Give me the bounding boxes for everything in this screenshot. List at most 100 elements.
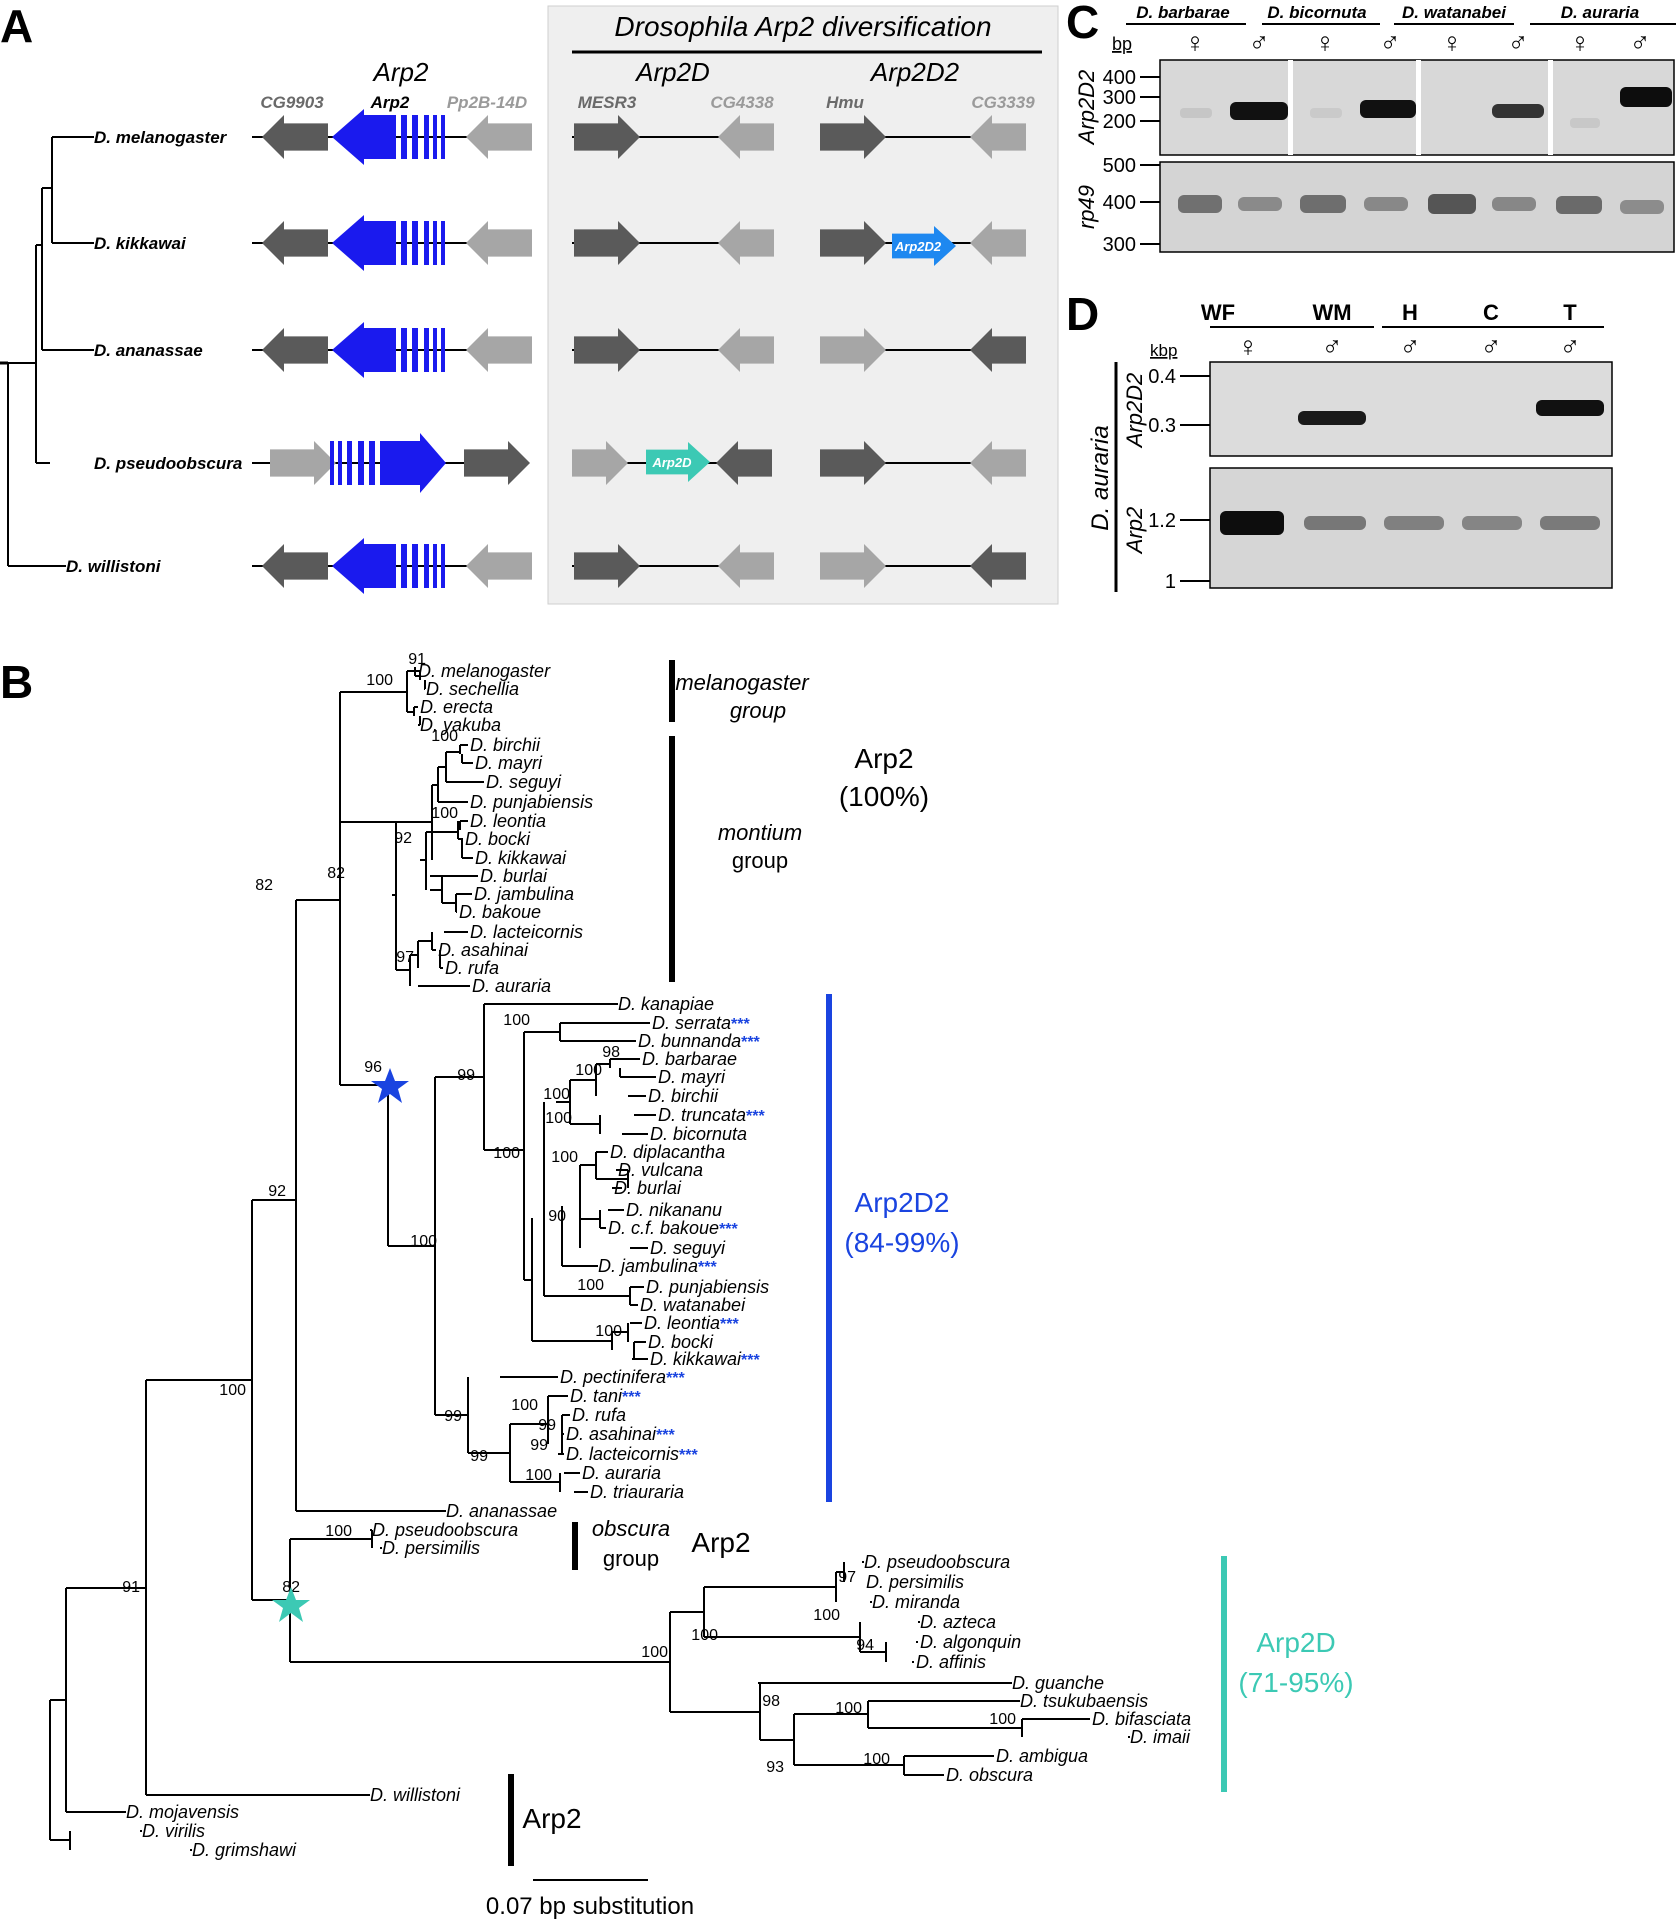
clade-arp2-obscura: Arp2: [691, 1527, 750, 1558]
cg3339-gene-pse: [970, 441, 1026, 485]
tip-bur2: D. burlai: [614, 1178, 682, 1198]
c-sex-4: ♀: [1442, 27, 1463, 58]
support-21: 100: [511, 1397, 538, 1414]
cg9903-gene-ana: [262, 328, 328, 372]
tip-pec: D. pectinifera***: [560, 1367, 686, 1387]
c-gel-top-gap-3: [1548, 60, 1553, 155]
support-0: 91: [408, 651, 426, 668]
c-sex-0: ♀: [1185, 27, 1206, 58]
tip-tan: D. tani***: [570, 1386, 641, 1406]
star-pec: ***: [666, 1370, 685, 1387]
arp2-gene-pse: [330, 433, 446, 493]
d-gel-top: [1209, 361, 1613, 457]
tip-ser: D. serrata***: [652, 1013, 750, 1033]
tip-bir2: D. birchii: [648, 1086, 719, 1106]
label-arp2: Arp2: [370, 93, 410, 112]
support-8: 99: [457, 1067, 475, 1084]
species-a-4: D. willistoni: [66, 557, 162, 576]
d-lane-headers: WF WM H C T: [1201, 300, 1604, 328]
c-tick-300b: 300: [1103, 234, 1136, 256]
tip-boc2: D. bocki: [648, 1332, 714, 1352]
clade-arp2-top-1: Arp2: [854, 743, 913, 774]
c-sex-2: ♀: [1315, 27, 1336, 58]
tip-mjam: D. jambulina: [474, 884, 574, 904]
d-lane-3: C: [1483, 300, 1499, 325]
c-sex-6: ♀: [1570, 27, 1591, 58]
support-17: 100: [577, 1277, 604, 1294]
species-a-1: D. kikkawai: [94, 234, 187, 253]
c-sex-symbols: ♀ ♂ ♀ ♂ ♀ ♂ ♀ ♂: [1185, 27, 1651, 58]
group-montium-2: group: [732, 848, 788, 873]
pp2b-gene-mel: [466, 115, 532, 159]
tip-aur2: D. auraria: [582, 1463, 661, 1483]
tip-tru: D. truncata***: [658, 1105, 766, 1125]
tip-wat: D. watanabei: [640, 1295, 746, 1315]
tip-pse2: D. pseudoobscura: [864, 1552, 1010, 1572]
support-36: 100: [835, 1700, 862, 1717]
tip-kan: D. kanapiae: [618, 994, 714, 1014]
tip-pun2: D. punjabiensis: [646, 1277, 769, 1297]
support-5: 82: [327, 865, 345, 882]
d-sex-0: ♀: [1238, 331, 1259, 362]
tip-ere: D. erecta: [420, 697, 493, 717]
cg4338-gene-ana: [718, 328, 774, 372]
arp2-gene-ana: [332, 322, 445, 378]
tip-amb: D. ambigua: [996, 1746, 1088, 1766]
tip-mlac: D. lacteicornis: [470, 922, 583, 942]
c-bp-label: bp: [1112, 34, 1132, 54]
tip-bak2: D. c.f. bakoue***: [608, 1218, 739, 1238]
support-26: 92: [268, 1183, 286, 1200]
c-ticks-top: 400 300 200: [1103, 67, 1160, 133]
tip-dip: D. diplacantha: [610, 1142, 725, 1162]
tip-mbir: D. birchii: [470, 735, 541, 755]
d-sex-row: ♀ ♂ ♂ ♂ ♂: [1238, 331, 1581, 362]
clade-arp2-top-2: (100%): [839, 781, 929, 812]
support-22: 99: [538, 1417, 556, 1434]
col-arp2d2: Arp2D2: [869, 57, 960, 87]
support-31: 100: [813, 1607, 840, 1624]
support-11: 100: [575, 1062, 602, 1079]
c-tick-200: 200: [1103, 111, 1136, 133]
arp2d2-origin-star: [371, 1068, 409, 1103]
diversification-box: [547, 5, 1059, 605]
hmu-gene-pse: [820, 441, 886, 485]
species-a-3: D. pseudoobscura: [94, 454, 242, 473]
pp2b-gene-wil: [466, 544, 532, 588]
cg4338-gene-pse: [572, 441, 628, 485]
tip-may2: D. mayri: [658, 1067, 726, 1087]
support-20: 99: [444, 1408, 462, 1425]
support-1: 100: [366, 672, 393, 689]
tip-ruf2: D. rufa: [572, 1405, 626, 1425]
d-gene-bottom: Arp2: [1122, 507, 1147, 555]
hmu-gene-ana: [970, 328, 1026, 372]
support-27: 82: [255, 877, 273, 894]
tip-vir: D. virilis: [142, 1821, 205, 1841]
support-19: 100: [410, 1233, 437, 1250]
c-species-1: D. bicornuta: [1267, 3, 1366, 22]
d-band-h: [1384, 516, 1444, 530]
arp2d-origin-star: [272, 1587, 310, 1622]
support-3: 100: [431, 805, 458, 822]
tip-sech: D. sechellia: [426, 679, 519, 699]
support-40: 100: [219, 1382, 246, 1399]
tip-ima: D. imaii: [1130, 1727, 1191, 1747]
clade-arp2d2-1: Arp2D2: [855, 1187, 950, 1218]
panel-letter-c: C: [1066, 0, 1099, 48]
c-species-2: D. watanabei: [1402, 3, 1507, 22]
c-sex-5: ♂: [1508, 27, 1529, 58]
tip-mbur: D. burlai: [480, 866, 548, 886]
mesr3-gene-kik: [574, 221, 640, 265]
tip-pse: D. pseudoobscura: [372, 1520, 518, 1540]
pp2b-gene-pse: [270, 441, 336, 485]
group-obscura-1: obscura: [592, 1516, 670, 1541]
species-tree-a: [0, 136, 94, 567]
mesr3-gene-mel: [574, 115, 640, 159]
support-4: 92: [394, 830, 412, 847]
d-sex-2: ♂: [1400, 331, 1421, 362]
tip-jam2: D. jambulina***: [598, 1256, 718, 1276]
tip-mboc: D. bocki: [465, 829, 531, 849]
arp2d2-insert-label: Arp2D2: [894, 239, 942, 254]
